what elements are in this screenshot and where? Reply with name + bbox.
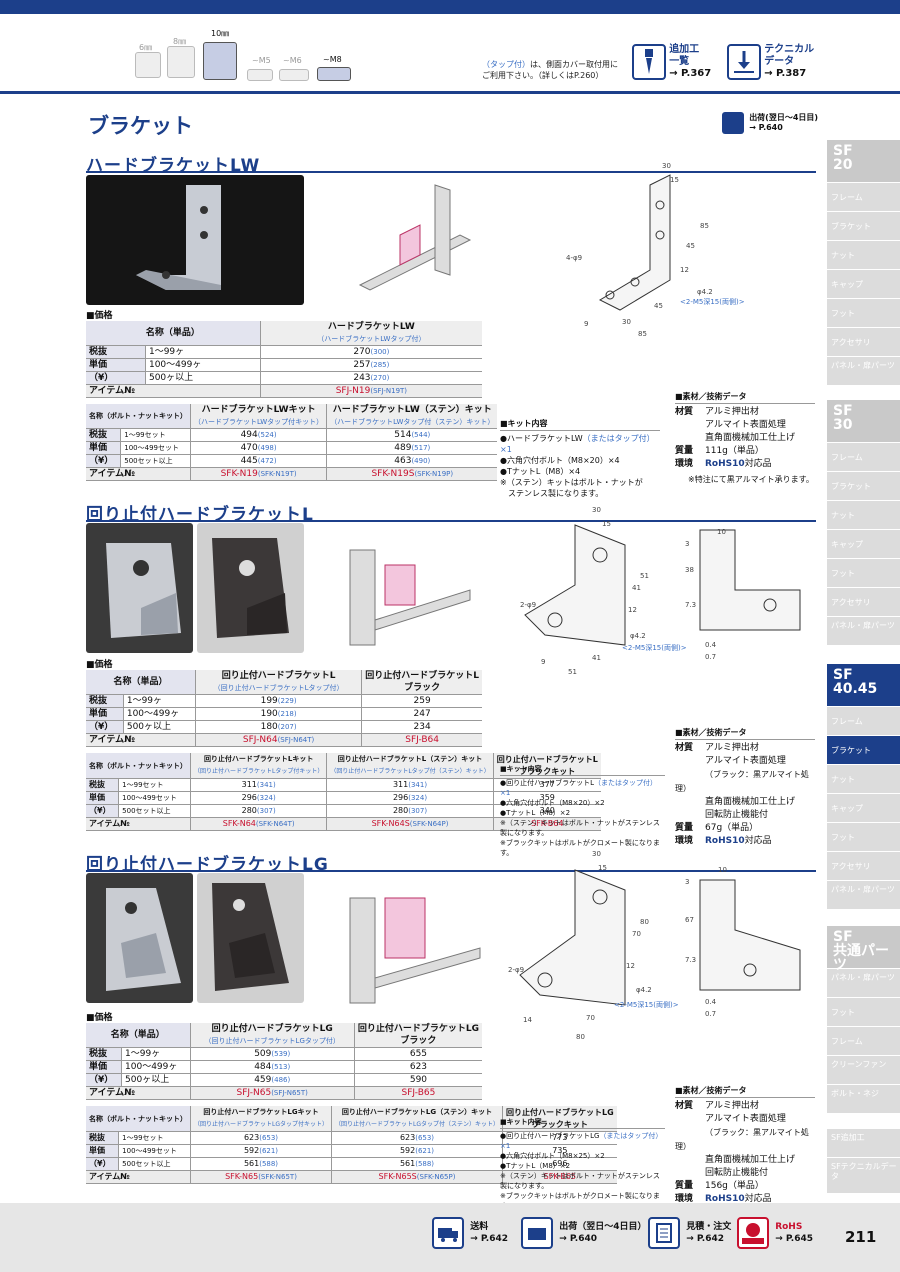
sidebar-item-cap[interactable]: キャップ (827, 529, 900, 558)
sidebar-item-nut[interactable]: ナット (827, 240, 900, 269)
tech-data-l: ■素材／技術データ 材質アルミ押出材 アルマイト表面処理 （ブラック：黒アルマイ… (675, 726, 815, 848)
tap-note: （タップ付）は、側面カバー取付用に ご利用下さい。（詳しくはP.260） (482, 60, 618, 80)
tech-data-lg: ■素材／技術データ 材質アルミ押出材 アルマイト表面処理 （ブラック：黒アルマイ… (675, 1084, 815, 1206)
shipping-box-icon (521, 1217, 553, 1249)
sidebar-item-panel[interactable]: パネル・扉パーツ (827, 880, 900, 909)
sidebar-item-cap[interactable]: キャップ (827, 793, 900, 822)
shipping-info[interactable]: 出荷(翌日〜4日目)→ P.640 (722, 112, 818, 134)
sidebar-item-accessory[interactable]: アクセサリ (827, 851, 900, 880)
footer-link-shipping-fee[interactable]: 送料→ P.642 (432, 1217, 508, 1249)
price-header: ■価格 (86, 1013, 113, 1023)
footer-link-shipping[interactable]: 出荷（翌日〜4日目）→ P.640 (521, 1217, 646, 1249)
sidebar-item-foot[interactable]: フット (827, 997, 900, 1026)
technical-data-icon (727, 44, 761, 80)
page-number: 211 (845, 1228, 877, 1246)
assembly-illustration-l (345, 520, 475, 650)
price-table-kit-lw: 名称（ボルト・ナットキット）ハードブラケットLWキット（ハードブラケットLWタッ… (86, 404, 498, 481)
page-title: ブラケット (88, 114, 193, 138)
sidebar-item-bracket-active[interactable]: ブラケット (827, 735, 900, 764)
nut-m8 (317, 67, 351, 81)
sidebar-item-panel[interactable]: パネル・扉パーツ (827, 616, 900, 645)
special-order-note: ※特注にて黒アルマイト承ります。 (688, 475, 814, 484)
section-divider (86, 520, 816, 522)
kit-contents-lw: ■キット内容 ●ハードブラケットLW（またはタップ付）×1 ●六角穴付ボルト（M… (500, 418, 660, 499)
link-technical-data[interactable]: テクニカルデータ→ P.387 (727, 44, 814, 80)
product-photo-l-black (197, 523, 304, 653)
price-table-single-l: 名称（単品）回り止付ハードブラケットL（回り止付ハードブラケットLタップ付）回り… (86, 670, 482, 747)
slot-6mm (135, 52, 161, 78)
product-photo-l-silver (86, 523, 193, 653)
price-table-kit-lg: 名称（ボルト・ナットキット）回り止付ハードブラケットLGキット（回り止付ハードブ… (86, 1106, 617, 1184)
dimension-drawing-lg-side (690, 870, 805, 1010)
sidebar-item-foot[interactable]: フット (827, 298, 900, 327)
sidebar-item-foot[interactable]: フット (827, 558, 900, 587)
sidebar-item-bracket[interactable]: ブラケット (827, 471, 900, 500)
header-divider (0, 91, 900, 94)
sidebar-item-panel[interactable]: パネル・扉パーツ (827, 356, 900, 385)
sidebar-item-processing[interactable]: SF追加工 (827, 1128, 900, 1157)
rohs-icon (737, 1217, 769, 1249)
sidebar-item-frame[interactable]: フレーム (827, 706, 900, 735)
sidebar-item-frame[interactable]: フレーム (827, 182, 900, 211)
sidebar-item-foot[interactable]: フット (827, 822, 900, 851)
section-divider (86, 171, 816, 173)
sidebar-item-accessory[interactable]: アクセサリ (827, 587, 900, 616)
nut-m5 (247, 69, 273, 81)
sidebar-item-cap[interactable]: キャップ (827, 269, 900, 298)
truck-icon (432, 1217, 464, 1249)
price-header: ■価格 (86, 660, 113, 670)
sidebar-item-frame[interactable]: フレーム (827, 1026, 900, 1055)
drill-icon (632, 44, 666, 80)
sidebar-extra: SF追加工 SFテクニカルデータ (827, 1128, 900, 1193)
sidebar-item-technical[interactable]: SFテクニカルデータ (827, 1157, 900, 1193)
top-bar (0, 0, 900, 14)
sidebar-item-bolt[interactable]: ボルト・ネジ (827, 1084, 900, 1113)
price-header: ■価格 (86, 311, 113, 321)
order-form-icon (648, 1217, 680, 1249)
shipping-box-icon (722, 112, 744, 134)
price-table-single-lg: 名称（単品）回り止付ハードブラケットLG（回り止付ハードブラケットLGタップ付）… (86, 1023, 482, 1100)
product-photo-lg-silver (86, 873, 193, 1003)
link-processing-list[interactable]: 追加工一覧→ P.367 (632, 44, 711, 80)
sidebar-item-bracket[interactable]: ブラケット (827, 211, 900, 240)
sidebar-item-nut[interactable]: ナット (827, 500, 900, 529)
section-divider (86, 870, 816, 872)
assembly-illustration-lg (345, 868, 485, 1008)
dimension-drawing-lg-iso (510, 855, 675, 1045)
assembly-illustration-lw (340, 165, 480, 300)
footer-link-order[interactable]: 見積・注文→ P.642 (648, 1217, 731, 1249)
dimension-drawing-l-iso (515, 505, 675, 685)
slot-10mm (203, 42, 237, 80)
sidebar-item-frame[interactable]: フレーム (827, 442, 900, 471)
dimension-drawing-lw (540, 160, 730, 350)
product-photo-lw (86, 175, 304, 305)
sidebar-item-nut[interactable]: ナット (827, 764, 900, 793)
dimension-drawing-l-side (690, 520, 805, 660)
sidebar-item-panel[interactable]: パネル・扉パーツ (827, 968, 900, 997)
product-photo-lg-black (197, 873, 304, 1003)
tech-data-lw: ■素材／技術データ 材質アルミ押出材 アルマイト表面処理 直角面機械加工仕上げ … (675, 390, 815, 471)
kit-contents-lg: ■キット内容 ●回り止付ハードブラケットLG（またはタップ付）×1 ●六角穴付ボ… (500, 1117, 665, 1211)
sidebar-item-cleanfan[interactable]: クリーンファン (827, 1055, 900, 1084)
nut-m6 (279, 69, 309, 81)
footer-link-rohs[interactable]: RoHS→ P.645 (737, 1217, 813, 1249)
sidebar-item-accessory[interactable]: アクセサリ (827, 327, 900, 356)
slot-8mm (167, 46, 195, 78)
price-table-kit-l: 名称（ボルト・ナットキット）回り止付ハードブラケットLキット（回り止付ハードブラ… (86, 753, 601, 831)
kit-contents-l: ■キット内容 ●回り止付ハードブラケットL（またはタップ付）×1 ●六角穴付ボル… (500, 764, 665, 858)
